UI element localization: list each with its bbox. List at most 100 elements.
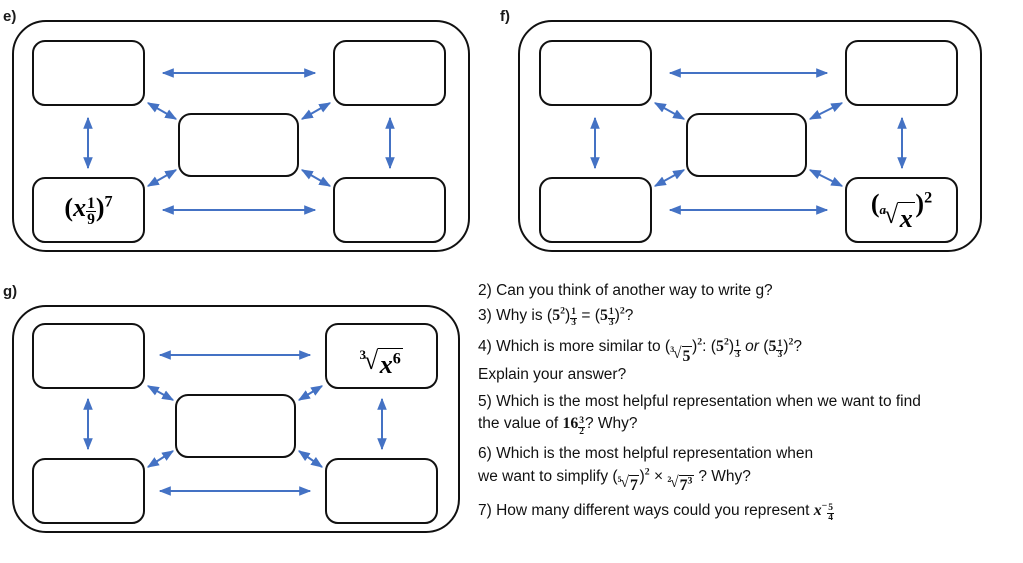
radical-index-3: 3√5 bbox=[670, 346, 692, 364]
panel-e-label: e) bbox=[3, 8, 17, 25]
denominator: 9 bbox=[86, 211, 96, 229]
panel-f-cell-top-right[interactable] bbox=[845, 40, 958, 106]
radical-index: a bbox=[879, 201, 887, 217]
question-5-text-1: Which is the most helpful representation… bbox=[496, 392, 921, 410]
numerator: 1 bbox=[608, 307, 614, 318]
rparen: ) bbox=[915, 189, 925, 219]
panel-f-label: f) bbox=[500, 8, 510, 25]
denominator: 2 bbox=[578, 426, 585, 437]
exponent-7: 7 bbox=[104, 193, 113, 211]
radical-sign: √ bbox=[363, 345, 379, 375]
question-4-text: Which is more similar to bbox=[496, 338, 661, 356]
question-6-number: 6) bbox=[478, 445, 492, 463]
base-5: 5 bbox=[599, 306, 608, 324]
panel-g-cell-bottom-left[interactable] bbox=[32, 458, 145, 524]
question-4-line-2: Explain your answer? bbox=[478, 366, 627, 384]
expression-cube-root-5-squared: (3√5)2 bbox=[664, 337, 703, 365]
expression-square-root-7-cubed: 2√73 bbox=[667, 468, 695, 493]
panel-e-cell-bottom-right[interactable] bbox=[333, 177, 446, 243]
lparen: ( bbox=[64, 193, 74, 223]
numerator: 1 bbox=[571, 307, 576, 318]
radical-index-a: a√x bbox=[880, 202, 916, 232]
panel-g-label: g) bbox=[3, 283, 18, 300]
panel-e-cell-center[interactable] bbox=[178, 113, 299, 177]
question-6-text-2: we want to simplify bbox=[478, 467, 609, 485]
denominator: 4 bbox=[827, 513, 834, 524]
radical-index: 5 bbox=[617, 474, 622, 484]
panel-f-cell-bottom-right[interactable]: (a√x)2 bbox=[845, 177, 958, 243]
question-7-number: 7) bbox=[478, 501, 492, 519]
exponent-3: 3 bbox=[687, 475, 693, 487]
question-2-number: 2) bbox=[478, 282, 492, 299]
radicand-7: 7 bbox=[629, 475, 640, 495]
expression-cube-root-x-sixth: 3√x6 bbox=[360, 334, 404, 379]
question-5-text-3: ? Why? bbox=[585, 415, 638, 433]
question-2-line: 2) Can you think of another way to write… bbox=[478, 283, 1023, 299]
radical-index: 3 bbox=[670, 345, 675, 355]
question-2-text: Can you think of another way to write g? bbox=[496, 282, 773, 299]
question-3-number: 3) bbox=[478, 306, 492, 324]
exponent-2: 2 bbox=[619, 305, 625, 317]
exponent-negative: − bbox=[822, 501, 828, 512]
question-6: 6) Which is the most helpful representat… bbox=[478, 446, 1023, 494]
panel-g-cell-bottom-right[interactable] bbox=[325, 458, 438, 524]
variable-x: x bbox=[73, 193, 87, 223]
question-7-line: 7) How many different ways could you rep… bbox=[478, 501, 1023, 524]
exponent-2: 2 bbox=[723, 337, 729, 348]
expression-fifth-root-7-squared: (5√7)2 bbox=[612, 466, 650, 495]
numerator: 5 bbox=[828, 502, 833, 513]
exponent-2: 2 bbox=[788, 337, 794, 348]
base-5: 5 bbox=[768, 338, 777, 356]
question-2: 2) Can you think of another way to write… bbox=[478, 283, 1023, 299]
radical-index-3: 3√x6 bbox=[360, 345, 404, 380]
panel-g-cell-center[interactable] bbox=[175, 394, 296, 458]
radical-sign: √ bbox=[670, 474, 679, 492]
numerator: 1 bbox=[735, 339, 740, 350]
question-6-line-2: we want to simplify (5√7)2 × 2√73 ? Why? bbox=[478, 466, 1023, 495]
question-5-line-1: 5) Which is the most helpful representat… bbox=[478, 394, 1023, 410]
question-5-text-2: the value of bbox=[478, 415, 559, 433]
exponent-2: 2 bbox=[560, 305, 565, 317]
exponent-2: 2 bbox=[697, 337, 703, 348]
base-5: 5 bbox=[716, 338, 724, 356]
denominator: 3 bbox=[607, 317, 615, 328]
question-4-line-1: 4) Which is more similar to (3√5)2: (52)… bbox=[478, 337, 1023, 365]
question-3-mark: ? bbox=[624, 306, 634, 324]
question-6-text-3: ? Why? bbox=[698, 467, 751, 485]
question-4-number: 4) bbox=[478, 338, 492, 356]
radical-index-2: 2√73 bbox=[667, 474, 695, 493]
panel-g-cell-top-right[interactable]: 3√x6 bbox=[325, 323, 438, 389]
question-6-line-1: 6) Which is the most helpful representat… bbox=[478, 446, 1023, 462]
radicand-7-cubed: 73 bbox=[678, 475, 695, 493]
question-5: 5) Which is the most helpful representat… bbox=[478, 394, 1023, 437]
panel-e-cell-top-left[interactable] bbox=[32, 40, 145, 106]
panel-f-cell-top-left[interactable] bbox=[539, 40, 652, 106]
base-5: 5 bbox=[552, 306, 561, 324]
radicand-5: 5 bbox=[681, 346, 692, 365]
panel-g-cell-top-left[interactable] bbox=[32, 323, 145, 389]
numerator: 3 bbox=[579, 416, 584, 427]
variable-x: x bbox=[813, 501, 822, 519]
panel-f-cell-center[interactable] bbox=[686, 113, 807, 177]
equals-sign: = bbox=[581, 306, 591, 324]
question-3-text: Why is bbox=[496, 306, 543, 324]
question-5-number: 5) bbox=[478, 392, 492, 410]
radical-sign: √ bbox=[672, 345, 682, 363]
numerator: 1 bbox=[87, 194, 95, 212]
variable-x: x bbox=[379, 350, 393, 380]
radical-index: 2 bbox=[667, 474, 672, 484]
panel-f-cell-bottom-left[interactable] bbox=[539, 177, 652, 243]
exponent-2: 2 bbox=[924, 189, 933, 207]
questions-list: 2) Can you think of another way to write… bbox=[478, 283, 1023, 530]
panel-e-cell-top-right[interactable] bbox=[333, 40, 446, 106]
